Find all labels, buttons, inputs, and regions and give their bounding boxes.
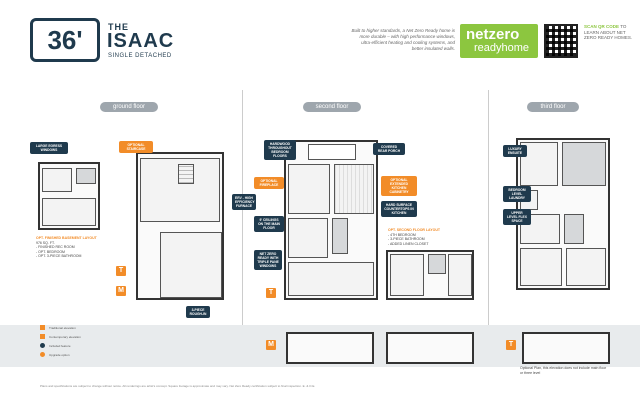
legend: Traditional elevation Contemporary eleva… [40,323,112,359]
logo-top: netzero [466,26,520,43]
callout-large-egress: LARGE EGRESS WINDOWS [30,142,68,154]
room-rec [42,198,96,226]
traditional-mark-second: T [266,288,276,298]
callout-erv-furnace: ERV - HIGH EFFICIENCY FURNACE [232,194,256,210]
room-living [288,262,374,296]
third-floor-note: Optional Plan, this elevation does not i… [520,366,607,375]
room-bedroom-3 [566,248,606,286]
legend-item-2: Included feature [40,341,112,350]
qr-code-icon[interactable] [544,24,578,58]
modern-mark-ground: M [116,286,126,296]
room-bedroom-4 [390,254,424,296]
room-porch [308,144,356,160]
qr-caption: SCAN QR CODE TO LEARN ABOUT NET ZERO REA… [584,24,634,41]
tagline: Built to higher standards, a Net Zero Re… [351,28,455,51]
second-floor-plan [284,140,378,300]
traditional-mark-third: T [506,340,516,350]
basement-plan [38,162,100,230]
second-note-items: - 4TH BEDROOM - 3-PIECE BATHROOM - ADDED… [388,232,429,246]
room-bath-opt [428,254,446,274]
callout-optional-staircase: OPTIONAL STAIRCASE [119,141,153,153]
model-prefix: THE [108,22,129,32]
elevation-thumb-second-opt [386,332,474,364]
qr-caption-lead: SCAN QR CODE [584,24,620,29]
basement-note-size: 976 SQ. FT. [36,240,55,245]
logo-bottom: readyhome [474,42,530,54]
second-note-head: OPT. SECOND FLOOR LAYOUT [388,228,440,232]
room-bedroom-opt [448,254,472,296]
footer-disclaimer: Plans and specifications are subject to … [40,384,316,388]
room-garage [160,232,222,298]
callout-optional-cabinetry: OPTIONAL EXTENDED KITCHEN CABINETRY [381,176,417,196]
legend-swatch-3 [40,352,45,357]
netzero-logo: netzero readyhome [460,24,538,58]
legend-label-1: Contemporary elevation [49,334,81,339]
room-stair-2 [332,218,348,254]
traditional-mark-ground: T [116,266,126,276]
divider-1 [242,90,243,365]
legend-swatch-0 [40,325,45,330]
room-flex [520,214,560,244]
room-family [288,164,330,214]
basement-note-head: OPT. FINISHED BASEMENT LAYOUT [36,236,97,240]
legend-label-0: Traditional elevation [49,325,76,330]
room-bedroom-2 [520,248,562,286]
elevation-thumb-second [286,332,374,364]
legend-swatch-1 [40,334,45,339]
home-type: SINGLE DETACHED [108,53,172,59]
floor-tag-second: second floor [303,102,361,112]
callout-ceilings: 9' CEILINGS ON THE MAIN FLOOR [254,216,284,232]
legend-item-0: Traditional elevation [40,323,112,332]
room-kitchen [334,164,374,214]
elevation-thumb-third [522,332,610,364]
floor-tag-third: third floor [527,102,579,112]
lot-size-badge: 36' [30,18,100,62]
room-bath-3 [564,214,584,244]
legend-item-3: Upgrade option [40,350,112,359]
callout-three-piece: 3-PIECE ROUGH-IN [186,306,210,318]
callout-optional-fireplace: OPTIONAL FIREPLACE [254,177,284,189]
callout-upper-flex: UPPER LEVEL FLEX SPACE [503,209,531,225]
second-floor-note: OPT. SECOND FLOOR LAYOUT - 4TH BEDROOM -… [388,228,468,246]
callout-bedroom-laundry: BEDROOM LEVEL LAUNDRY [503,186,531,202]
room-primary [520,142,558,186]
callout-luxury-ensuite: LUXURY ENSUITE [503,145,527,157]
callout-hard-surface: HARD SURFACE COUNTERTOPS IN KITCHEN [381,201,417,217]
legend-label-3: Upgrade option [49,352,70,357]
callout-net-zero-windows: NET ZERO READY WITH TRIPLE PANE WINDOWS [254,250,282,270]
room-bedroom [42,168,72,192]
model-name: ISAAC [107,30,175,52]
divider-2 [488,90,489,365]
basement-note-items: - FINISHED REC ROOM - OPT. BEDROOM - OPT… [36,245,82,258]
room-stair [178,164,194,184]
legend-item-1: Contemporary elevation [40,332,112,341]
basement-note: OPT. FINISHED BASEMENT LAYOUT 976 SQ. FT… [36,236,108,259]
floor-tag-ground: ground floor [100,102,158,112]
room-bath [76,168,96,184]
callout-hardwood: HARDWOOD THROUGHOUT BEDROOM FLOORS [264,140,296,160]
room-dining [288,218,328,258]
legend-label-2: Included feature [49,343,71,348]
second-floor-optional-plan [386,250,474,300]
room-ensuite [562,142,606,186]
ground-floor-plan [136,152,224,300]
legend-swatch-2 [40,343,45,348]
callout-covered-porch: COVERED REAR PORCH [373,143,405,155]
qr-caption-rest: TO LEARN ABOUT NET ZERO READY HOMES. [584,24,633,40]
modern-mark-second: M [266,340,276,350]
